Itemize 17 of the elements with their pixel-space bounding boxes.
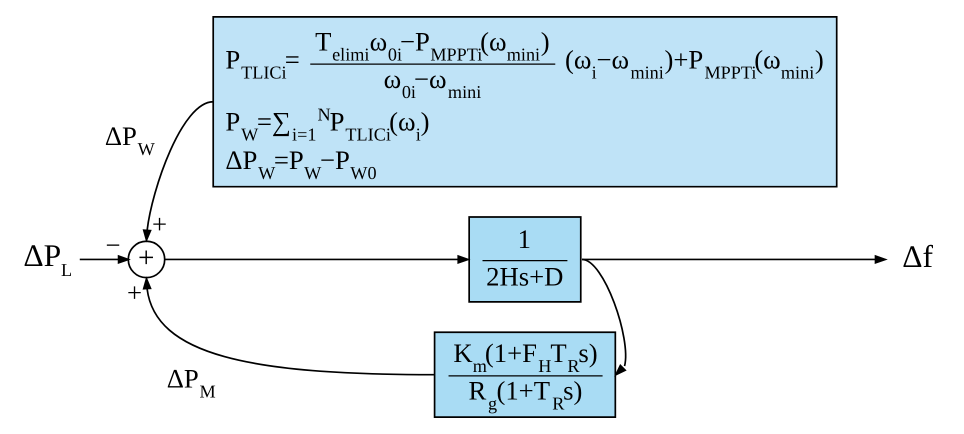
node-text: Δf [902,239,932,274]
node-label: + [126,277,142,308]
edge-label: ΔP$_{W}$ [104,121,154,160]
node-box: K$_{m}$(1+F$_{H}$T$_{R}$s) R$_{g}$(1+T$_{R}$s) [433,331,616,418]
node-box: 1 2Hs+D [468,216,582,303]
node-box: P$_{TLICi}$= T$_{elimi}$ω$_{0i}$−P$_{MPPTi}$(ω$_{mini}$) ω$_{0i}$−ω$_{mini}$ (ω$_{i}$−ω$_{mini}$)+P$_{MPPTi}$(ω$_{mini}$) P$_{W}$=∑$_{i=1}$$^{N}$P$_{TLICi}$(ω$_{i}$) ΔP$_{W}$=P$_{W}$−P$_{W0}$ [212,16,838,188]
node-text: ΔP$_{L}$ [22,238,72,280]
arrow [164,254,470,264]
node-label: + [152,208,167,239]
edge-label: ΔP$_{M}$ [166,364,216,402]
arrow [142,276,434,376]
node-circle: + [126,240,166,278]
arrow [581,254,888,264]
arrow [79,254,130,264]
arrow [142,100,213,243]
arrow [581,258,626,377]
node-label: − [105,230,120,260]
